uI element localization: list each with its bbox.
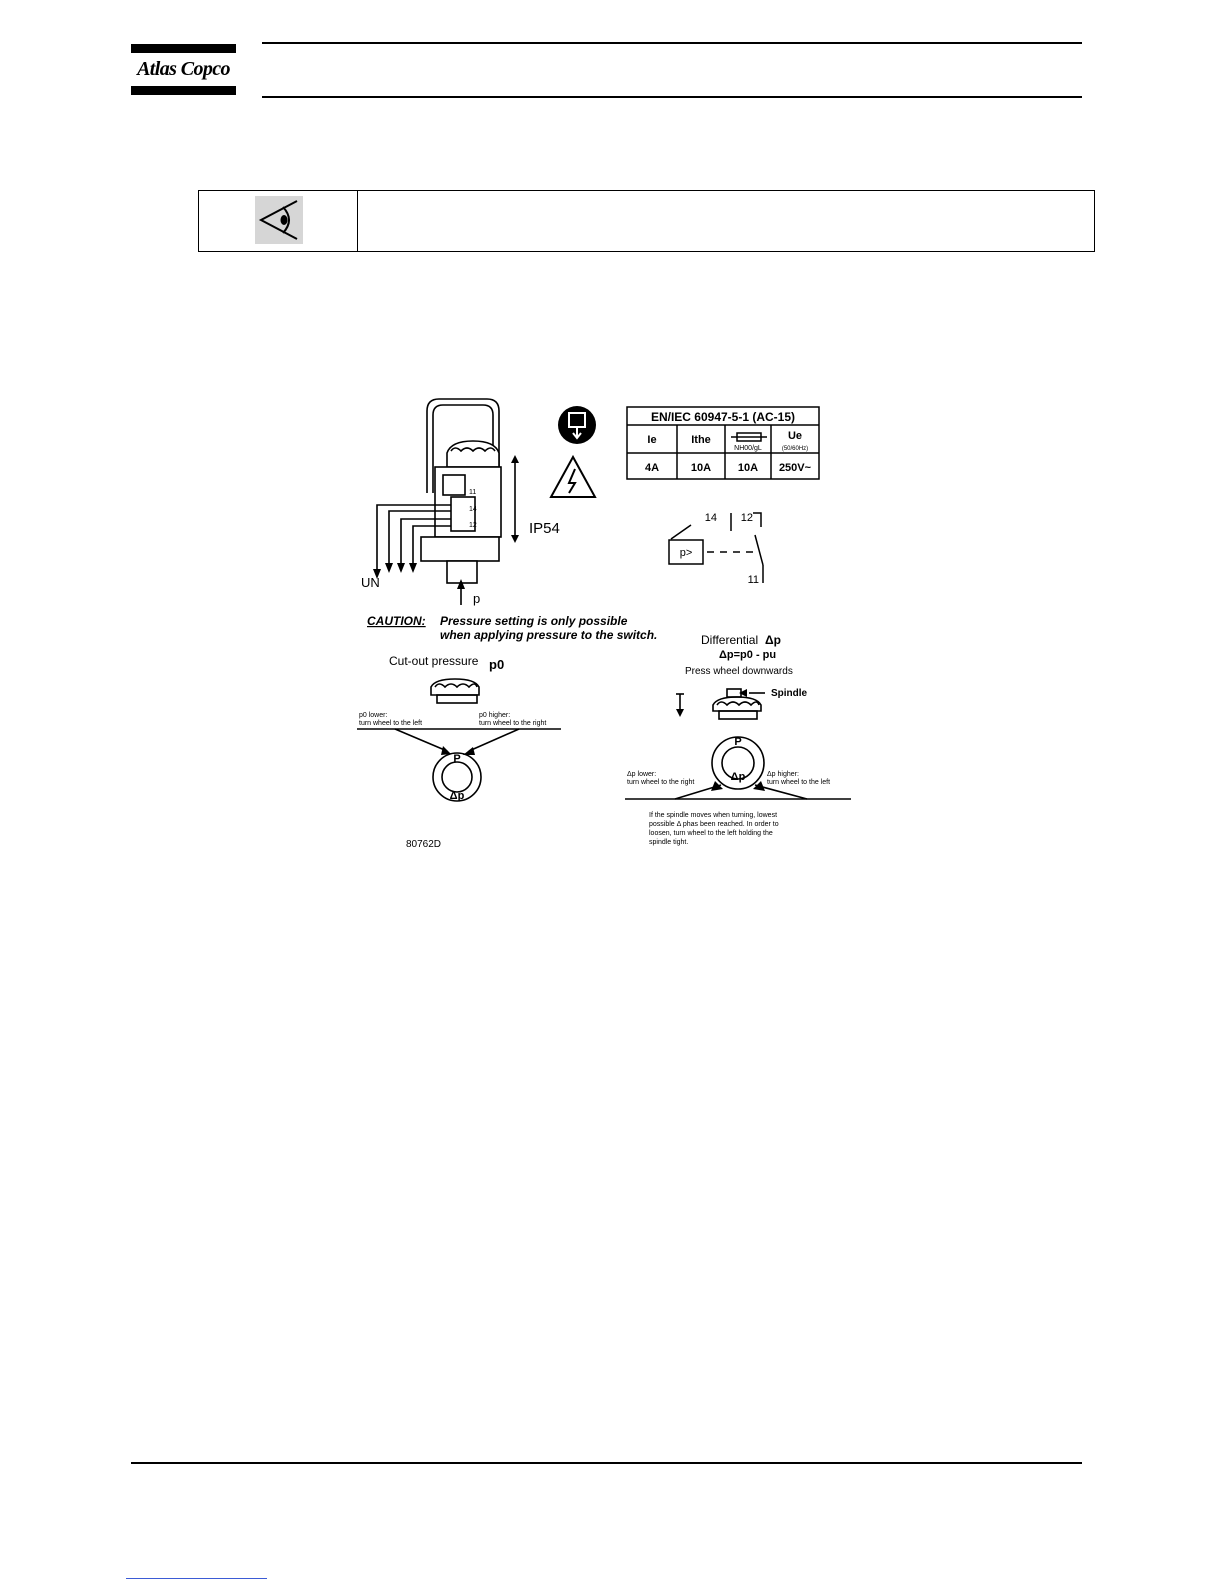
header-ue-frequency: (50/60Hz) xyxy=(782,446,808,452)
spindle-note-line-2: possible Δ phas been reached. In order t… xyxy=(649,821,779,828)
dp-higher-text: turn wheel to the left xyxy=(767,779,830,786)
p0-higher-text: turn wheel to the right xyxy=(479,720,546,727)
p0-lower-label: p0 lower: xyxy=(359,712,387,719)
contact-12: 12 xyxy=(741,512,753,524)
contact-11: 11 xyxy=(748,574,759,586)
un-label: UN xyxy=(361,575,380,590)
header-ithe: Ithe xyxy=(691,434,711,446)
spindle-note-line-3: loosen, turn wheel to the left holding t… xyxy=(649,830,773,837)
header-rule-top xyxy=(262,42,1082,44)
figure-drawing: 11 14 12 IP54 UN p EN/IEC 60947-5-1 (AC-… xyxy=(357,398,851,850)
sensor-label: p> xyxy=(680,547,693,559)
header-ie: Ie xyxy=(647,434,656,446)
caution-label: CAUTION: xyxy=(367,614,426,628)
spindle-note-line-1: If the spindle moves when turning, lowes… xyxy=(649,812,777,819)
standard-label: EN/IEC 60947-5-1 (AC-15) xyxy=(651,410,795,424)
header-ue: Ue xyxy=(788,430,802,442)
p0-lower-text: turn wheel to the left xyxy=(359,720,422,727)
contact-14: 14 xyxy=(705,512,717,524)
cutout-label: Cut-out pressure xyxy=(389,654,479,668)
note-divider xyxy=(357,191,358,251)
note-box xyxy=(198,190,1095,252)
ip-rating: IP54 xyxy=(529,520,560,537)
right-dial-p: P xyxy=(734,736,741,748)
dp-higher-label: Δp higher: xyxy=(767,771,799,778)
header-rule-bottom xyxy=(262,96,1082,98)
disconnect-power-icon xyxy=(558,406,596,444)
differential-label: Differential xyxy=(701,633,758,647)
differential-formula: Δp=p0 - pu xyxy=(719,649,776,661)
spindle-note-line-4: spindle tight. xyxy=(649,839,688,846)
bottom-link-underline[interactable] xyxy=(126,1578,267,1579)
value-ithe: 10A xyxy=(691,462,711,474)
logo-wordmark: Atlas Copco xyxy=(137,58,230,80)
terminal-label-14: 14 xyxy=(469,506,477,513)
value-ie: 4A xyxy=(645,462,659,474)
footer-rule xyxy=(131,1462,1082,1464)
terminal-label-11: 11 xyxy=(469,489,476,496)
caution-text-line-2: when applying pressure to the switch. xyxy=(440,628,657,642)
terminal-label-12: 12 xyxy=(469,522,477,529)
header-fuse: NH00/gL xyxy=(734,445,762,452)
p0-higher-label: p0 higher: xyxy=(479,712,510,719)
right-dial-dp: Δp xyxy=(731,771,746,783)
electrical-hazard-icon xyxy=(549,454,597,498)
atlas-copco-logo: Atlas Copco xyxy=(131,44,236,96)
figure-number: 80762D xyxy=(406,839,441,850)
logo-bar-bottom xyxy=(131,86,236,95)
value-ue: 250V~ xyxy=(779,462,812,474)
value-fuse: 10A xyxy=(738,462,758,474)
dp-lower-label: Δp lower: xyxy=(627,771,656,778)
eye-icon xyxy=(255,196,303,244)
left-dial-p: P xyxy=(453,753,460,765)
pressure-switch-figure: 11 14 12 IP54 UN p EN/IEC 60947-5-1 (AC-… xyxy=(355,393,855,858)
left-dial-dp: Δp xyxy=(450,790,465,802)
differential-symbol: Δp xyxy=(765,633,781,647)
dp-lower-text: turn wheel to the right xyxy=(627,779,694,786)
cutout-symbol: p0 xyxy=(489,657,504,672)
press-wheel-label: Press wheel downwards xyxy=(685,666,793,677)
caution-text-line-1: Pressure setting is only possible xyxy=(440,614,628,628)
logo-bar-top xyxy=(131,44,236,53)
spindle-label: Spindle xyxy=(771,688,808,699)
p-label: p xyxy=(473,591,480,606)
